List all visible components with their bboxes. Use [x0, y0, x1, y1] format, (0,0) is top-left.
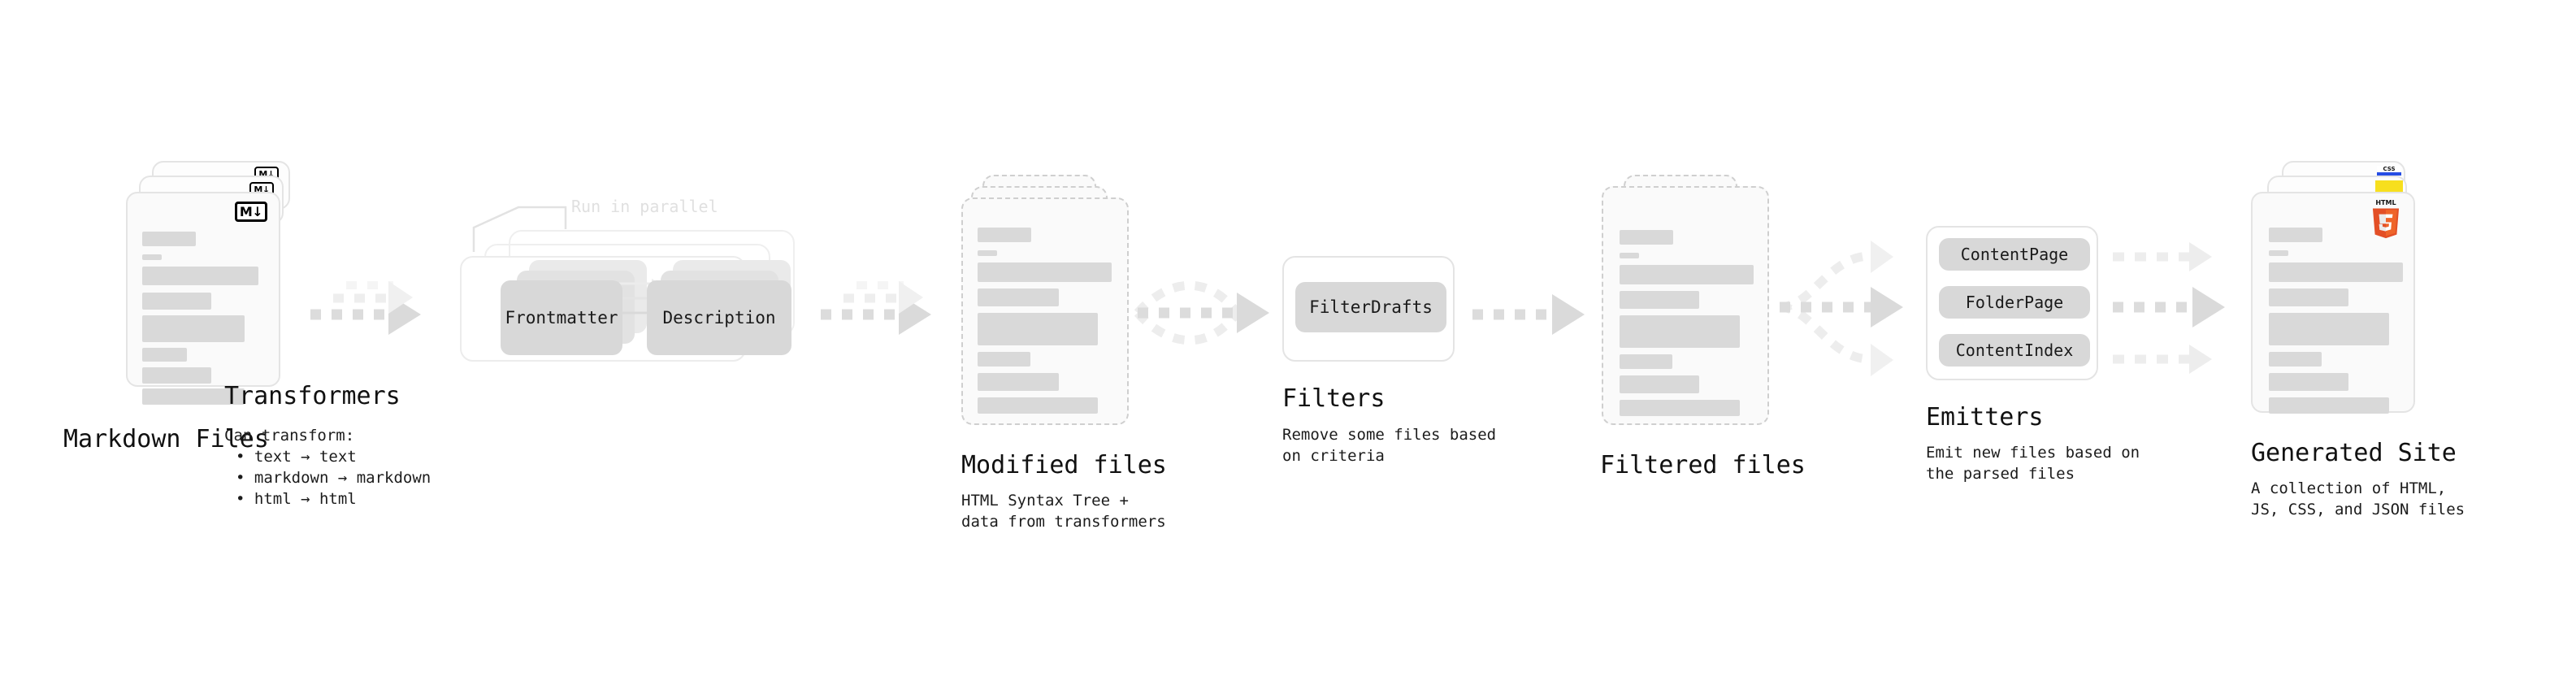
- transformers-bullet-3: • html → html: [236, 490, 357, 508]
- skeleton-bar: [2269, 250, 2288, 256]
- skeleton-bar: [1620, 230, 1673, 245]
- skeleton-bar: [142, 267, 258, 285]
- filter-drafts-chip[interactable]: FilterDrafts: [1295, 282, 1446, 332]
- skeleton-bar: [142, 254, 162, 260]
- content-index-chip[interactable]: ContentIndex: [1939, 334, 2090, 367]
- filters-title: Filters: [1282, 384, 1386, 413]
- site-card-front: HTML: [2251, 192, 2415, 414]
- filtered-files-group: Filtered files: [1600, 175, 1806, 479]
- html5-icon: HTML: [2372, 199, 2400, 239]
- skeleton-bar: [2269, 352, 2322, 367]
- skeleton-bar: [978, 352, 1030, 367]
- filtered-files-title: Filtered files: [1600, 451, 1806, 479]
- arrow-modified-to-filters: [1134, 280, 1269, 345]
- markdown-files-title: Markdown Files: [63, 425, 269, 453]
- arrow-filters-to-filtered: [1472, 294, 1585, 335]
- skeleton-bar: [2269, 288, 2348, 306]
- markdown-card-front: M↓: [126, 192, 280, 405]
- generated-file-stack: CSS HTML: [2251, 161, 2430, 429]
- markdown-file-stack: M↓ M↓ M↓: [126, 161, 297, 429]
- modified-file-stack: [961, 175, 1134, 443]
- skeleton-bar: [1620, 354, 1672, 369]
- transformers-bullet-1: • text → text: [236, 448, 357, 466]
- skeleton-bar: [1620, 291, 1699, 309]
- filters-container: FilterDrafts: [1282, 256, 1455, 362]
- description-chip[interactable]: Description: [647, 280, 791, 355]
- emitters-container: ContentPage FolderPage ContentIndex: [1926, 226, 2098, 380]
- filtered-file-stack: [1602, 175, 1773, 443]
- skeleton-bar: [142, 348, 187, 362]
- emitters-title: Emitters: [1926, 403, 2044, 432]
- run-in-parallel-bracket: [472, 206, 567, 252]
- run-in-parallel-note: Run in parallel: [571, 197, 718, 216]
- skeleton-bar: [2269, 228, 2322, 242]
- js-icon: [2375, 180, 2403, 195]
- skeleton-bar: [978, 288, 1059, 306]
- generated-site-group: CSS HTML Generate: [2251, 161, 2465, 518]
- skeleton-bar: [142, 367, 211, 384]
- skeleton-bar: [1620, 375, 1699, 393]
- arrow-emitters-to-site: [2113, 242, 2225, 374]
- filtered-card-front: [1602, 186, 1769, 425]
- css3-icon: CSS: [2377, 166, 2401, 176]
- skeleton-bar: [1620, 265, 1754, 284]
- generated-site-title: Generated Site: [2251, 439, 2457, 467]
- markdown-icon: M↓: [235, 202, 267, 222]
- modified-files-group: Modified files HTML Syntax Tree + data f…: [961, 175, 1167, 531]
- skeleton-bar: [2269, 262, 2403, 282]
- skeleton-bar: [978, 313, 1098, 345]
- content-page-chip[interactable]: ContentPage: [1939, 238, 2090, 271]
- skeleton-bar: [978, 262, 1112, 282]
- skeleton-bar: [2269, 313, 2389, 345]
- emitters-sub: Emit new files based on the parsed files: [1926, 444, 2140, 483]
- arrow-filtered-to-emitters: [1779, 241, 1903, 376]
- arrow-transformers-to-modified: [821, 281, 931, 335]
- skeleton-bar: [2269, 373, 2348, 391]
- skeleton-bar: [978, 228, 1031, 242]
- skeleton-bar: [1620, 253, 1639, 258]
- skeleton-bar: [978, 397, 1098, 414]
- markdown-files-group: M↓ M↓ M↓ Markdown Files: [63, 161, 297, 453]
- transformers-title: Transformers: [224, 382, 401, 410]
- generated-site-sub: A collection of HTML, JS, CSS, and JSON …: [2251, 479, 2465, 518]
- transformers-sub-head: Can transform:: [224, 427, 355, 445]
- skeleton-bar: [142, 232, 196, 246]
- skeleton-bar: [978, 250, 997, 256]
- transformers-bullet-2: • markdown → markdown: [236, 469, 432, 487]
- folder-page-chip[interactable]: FolderPage: [1939, 286, 2090, 319]
- skeleton-bar: [142, 293, 211, 310]
- skeleton-bar: [978, 373, 1059, 391]
- filters-sub: Remove some files based on criteria: [1282, 426, 1497, 465]
- svg-text:HTML: HTML: [2375, 199, 2396, 206]
- modified-files-title: Modified files: [961, 451, 1167, 479]
- skeleton-bar: [1620, 400, 1740, 416]
- frontmatter-chip[interactable]: Frontmatter: [501, 280, 622, 355]
- skeleton-bar: [2269, 397, 2389, 414]
- skeleton-bar: [142, 388, 245, 405]
- arrow-markdown-to-transformers: [310, 281, 421, 335]
- skeleton-bar: [1620, 315, 1740, 348]
- modified-card-front: [961, 197, 1129, 425]
- modified-files-sub: HTML Syntax Tree + data from transformer…: [961, 492, 1166, 531]
- skeleton-bar: [142, 315, 245, 342]
